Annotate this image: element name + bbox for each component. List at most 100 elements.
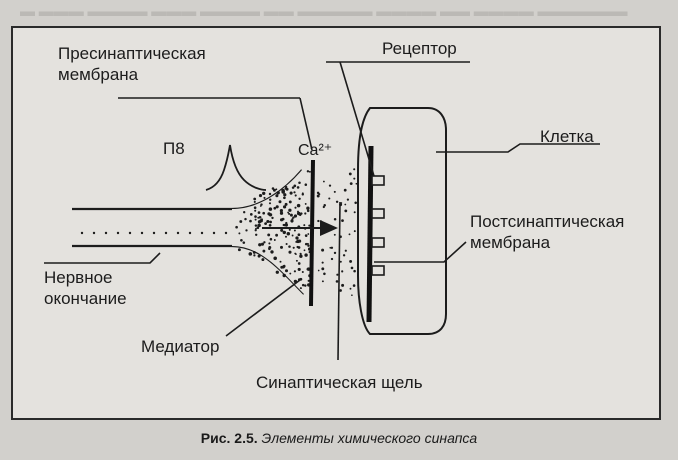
mediator-vesicle [283, 196, 286, 200]
mediator-vesicle [296, 186, 300, 189]
cleft-particle [330, 246, 334, 249]
mediator-vesicle [254, 218, 257, 221]
cleft-particle [343, 188, 347, 192]
mediator-vesicle [293, 229, 296, 232]
mediator-vesicle [294, 194, 297, 197]
cell-leader [436, 143, 600, 153]
mediator-vesicle [256, 226, 260, 229]
mediator-vesicle [263, 241, 266, 244]
cleft-particle [330, 257, 334, 261]
mediator-vesicle [240, 238, 243, 242]
mediator-vesicle [237, 248, 241, 252]
mediator-vesicle [301, 193, 305, 196]
cleft-particle [320, 220, 323, 223]
axon-dot [92, 231, 96, 235]
cleft-particle [355, 182, 358, 185]
axon-dot [200, 231, 204, 235]
mediator-vesicle [257, 223, 261, 228]
mediator-vesicle [307, 279, 310, 282]
cleft-particle [341, 283, 345, 287]
mediator-vesicles [235, 170, 312, 290]
p8-label: П8 [163, 139, 185, 158]
mediator-vesicle [304, 202, 307, 205]
mediator-vesicle [289, 272, 292, 275]
mediator-vesicle [253, 254, 256, 257]
cleft-particle [349, 259, 353, 263]
mediator-vesicle [299, 287, 302, 290]
cleft-particle [339, 289, 342, 292]
cleft-particle [339, 260, 342, 263]
mediator-vesicle [273, 256, 277, 261]
mediator-vesicle [293, 214, 298, 218]
axon-dot [164, 231, 168, 235]
cleft-particle [341, 219, 344, 222]
cleft-particle [344, 203, 347, 206]
receptors [371, 175, 385, 276]
mediator-vesicle [254, 224, 258, 227]
mediator-vesicle [249, 219, 252, 223]
mediator-vesicle [262, 191, 266, 196]
mediator-vesicle [268, 202, 272, 205]
mediator-vesicle [268, 192, 272, 196]
cleft-particle [317, 269, 320, 272]
mediator-vesicle [298, 197, 301, 201]
cleft-particle [321, 267, 325, 271]
mediator-vesicle [285, 221, 288, 225]
nerve-ending-leader [44, 252, 161, 264]
mediator-vesicle [268, 213, 273, 217]
mediator-vesicle [304, 284, 307, 287]
mediator-vesicle [270, 250, 274, 254]
figure-caption: Рис. 2.5. Элементы химического синапса [0, 430, 678, 446]
mediator-vesicle [258, 215, 262, 219]
mediator-vesicle [288, 200, 292, 204]
mediator-vesicle [294, 252, 297, 255]
mediator-vesicle [271, 187, 275, 190]
mediator-vesicle [262, 211, 266, 215]
mediator-vesicle [288, 212, 291, 215]
mediator-vesicle [269, 220, 272, 224]
mediator-vesicle [244, 217, 247, 221]
mediator-vesicle [295, 236, 299, 240]
cleft-particle [348, 172, 352, 176]
mediator-vesicle [308, 224, 311, 227]
mediator-vesicle [273, 239, 276, 241]
cleft-particle [353, 177, 356, 180]
mediator-vesicle [280, 265, 284, 269]
mediator-vesicle [262, 249, 266, 253]
mediator-vesicle [281, 188, 285, 193]
receptor-1 [371, 175, 385, 186]
calcium-label: Ca²⁺ [298, 142, 333, 159]
mediator-vesicle [268, 207, 273, 211]
presynaptic-membrane [309, 159, 315, 307]
cleft-particle [336, 273, 339, 276]
cell-label: Клетка [540, 127, 594, 146]
mediator-vesicle [296, 245, 299, 249]
presynaptic-leader-drop [299, 97, 313, 151]
cleft-particle [349, 182, 353, 185]
cleft-particle [333, 190, 336, 193]
mediator-vesicle [283, 223, 287, 227]
mediator-vesicle [303, 249, 306, 252]
mediator-vesicle [273, 206, 277, 210]
mediator-vesicle [298, 181, 301, 185]
mediator-vesicle [279, 211, 284, 215]
mediator-vesicle [296, 211, 301, 216]
mediator-vesicle [306, 267, 311, 271]
mediator-vesicle [271, 216, 274, 220]
presynaptic-membrane-label: Пресинаптическая мембрана [58, 43, 206, 85]
mediator-vesicle [268, 246, 272, 249]
postsynaptic-membrane-label-line2: мембрана [470, 233, 551, 252]
cleft-particle [328, 184, 332, 187]
cleft-particle [353, 168, 356, 171]
mediator-vesicle [238, 232, 241, 235]
mediator-vesicle [282, 230, 287, 235]
axon-dotted-line [80, 231, 228, 235]
cleft-particle [317, 219, 320, 223]
caption-figure-number: Рис. 2.5. [200, 430, 258, 446]
mediator-vesicle [284, 269, 289, 273]
postsynaptic-leader [374, 241, 467, 263]
mediator-vesicle [268, 223, 272, 227]
mediator-vesicle [297, 233, 301, 237]
mediator-vesicle [254, 229, 257, 232]
mediator-vesicle [243, 211, 246, 214]
